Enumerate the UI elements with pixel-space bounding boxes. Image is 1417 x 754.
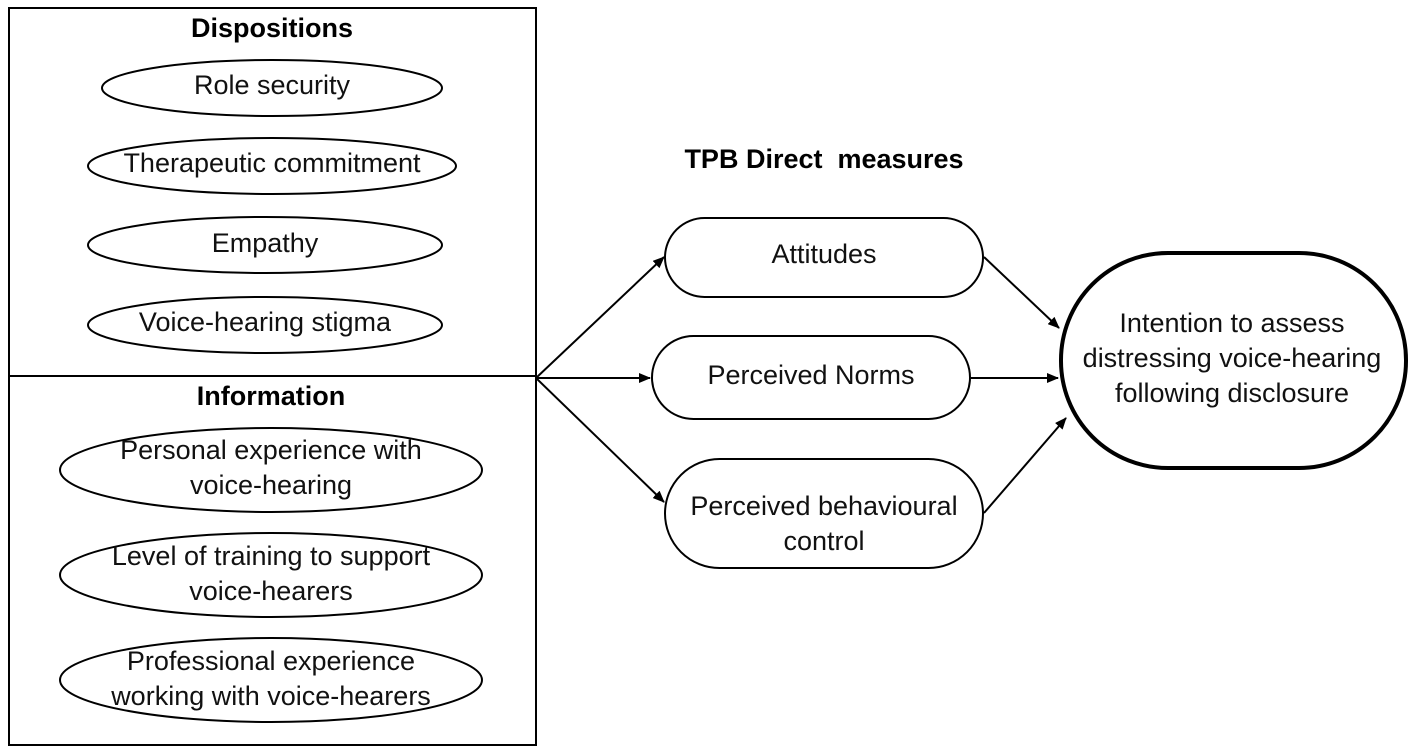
personal-experience-label-line1: Personal experience with xyxy=(120,435,422,465)
arrow-to-perceived-behavioural-control xyxy=(535,377,665,503)
voice-hearing-stigma-node xyxy=(87,296,443,354)
perceived-behavioural-control-node xyxy=(664,458,984,569)
professional-experience-label-line2: working with voice-hearers xyxy=(110,681,431,711)
professional-experience-label-line1: Professional experience xyxy=(127,646,415,676)
role-security-label: Role security xyxy=(194,70,351,100)
perceived-behavioural-control-label-line1: Perceived behavioural xyxy=(690,491,957,521)
arrow-attitudes-to-intention xyxy=(983,256,1060,329)
intention-node xyxy=(1059,251,1408,470)
intention-label-line1: Intention to assess xyxy=(1119,308,1344,338)
information-heading: Information xyxy=(197,381,346,411)
level-of-training-node xyxy=(59,532,483,618)
personal-experience-node xyxy=(59,427,483,513)
tpb-heading: TPB Direct measures xyxy=(684,144,963,174)
role-security-node xyxy=(101,59,443,117)
intention-label-line2: distressing voice-hearing xyxy=(1083,343,1382,373)
dispositions-heading: Dispositions xyxy=(191,13,353,43)
therapeutic-commitment-label: Therapeutic commitment xyxy=(123,148,421,178)
therapeutic-commitment-node xyxy=(87,137,457,195)
empathy-node xyxy=(87,216,443,274)
arrow-control-to-intention xyxy=(983,417,1067,514)
attitudes-node xyxy=(664,217,984,298)
perceived-norms-label: Perceived Norms xyxy=(707,360,914,390)
perceived-norms-node xyxy=(651,335,971,420)
information-panel xyxy=(8,375,537,746)
level-of-training-label-line2: voice-hearers xyxy=(189,576,353,606)
level-of-training-label-line1: Level of training to support xyxy=(112,541,431,571)
attitudes-label: Attitudes xyxy=(771,239,876,269)
arrow-to-attitudes xyxy=(535,256,665,379)
personal-experience-label-line2: voice-hearing xyxy=(190,470,352,500)
empathy-label: Empathy xyxy=(212,228,319,258)
intention-label-line3: following disclosure xyxy=(1115,378,1349,408)
perceived-behavioural-control-label-line2: control xyxy=(783,526,864,556)
professional-experience-node xyxy=(59,637,483,723)
voice-hearing-stigma-label: Voice-hearing stigma xyxy=(139,307,392,337)
